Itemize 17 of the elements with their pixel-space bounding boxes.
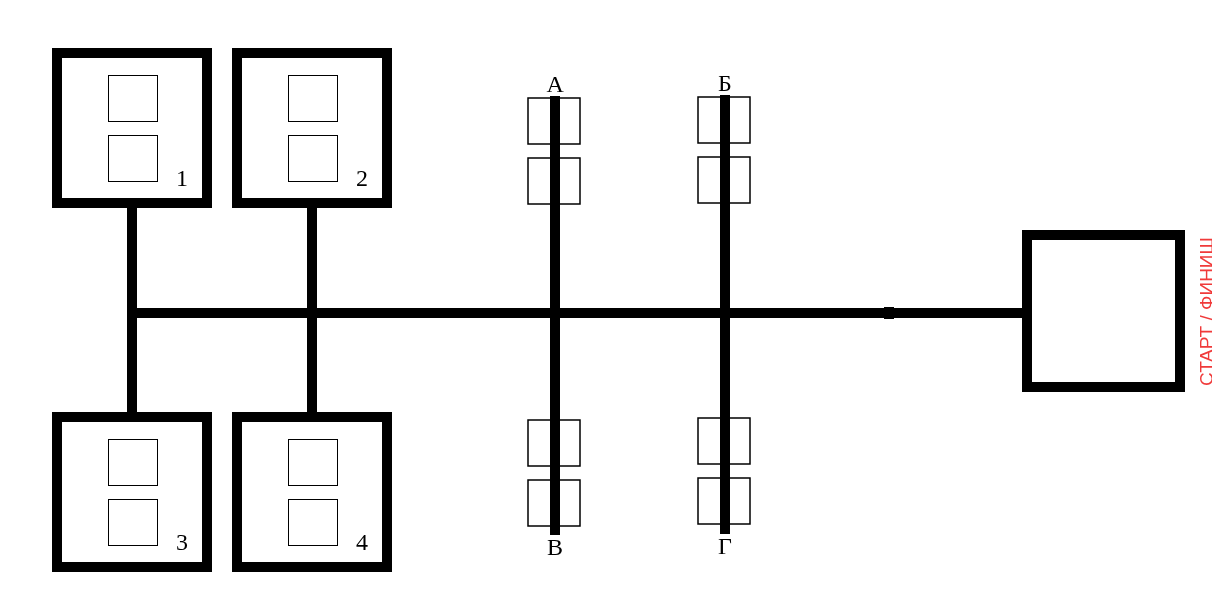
track-line xyxy=(550,96,560,535)
track-line xyxy=(307,208,317,412)
point-letter: Г xyxy=(718,534,732,558)
point-letter: В xyxy=(547,535,563,559)
zone-square xyxy=(52,48,212,208)
zone-square xyxy=(232,48,392,208)
zone-square xyxy=(52,412,212,572)
zone-number: 3 xyxy=(176,530,188,554)
point-letter: А xyxy=(546,72,564,96)
track-line xyxy=(720,95,730,534)
zone-square xyxy=(232,412,392,572)
zone-number: 1 xyxy=(176,166,188,190)
zone-number: 4 xyxy=(356,530,368,554)
start-finish-square xyxy=(1022,230,1185,392)
zone-number: 2 xyxy=(356,166,368,190)
track-line xyxy=(127,208,137,412)
point-letter: Б xyxy=(718,71,732,95)
